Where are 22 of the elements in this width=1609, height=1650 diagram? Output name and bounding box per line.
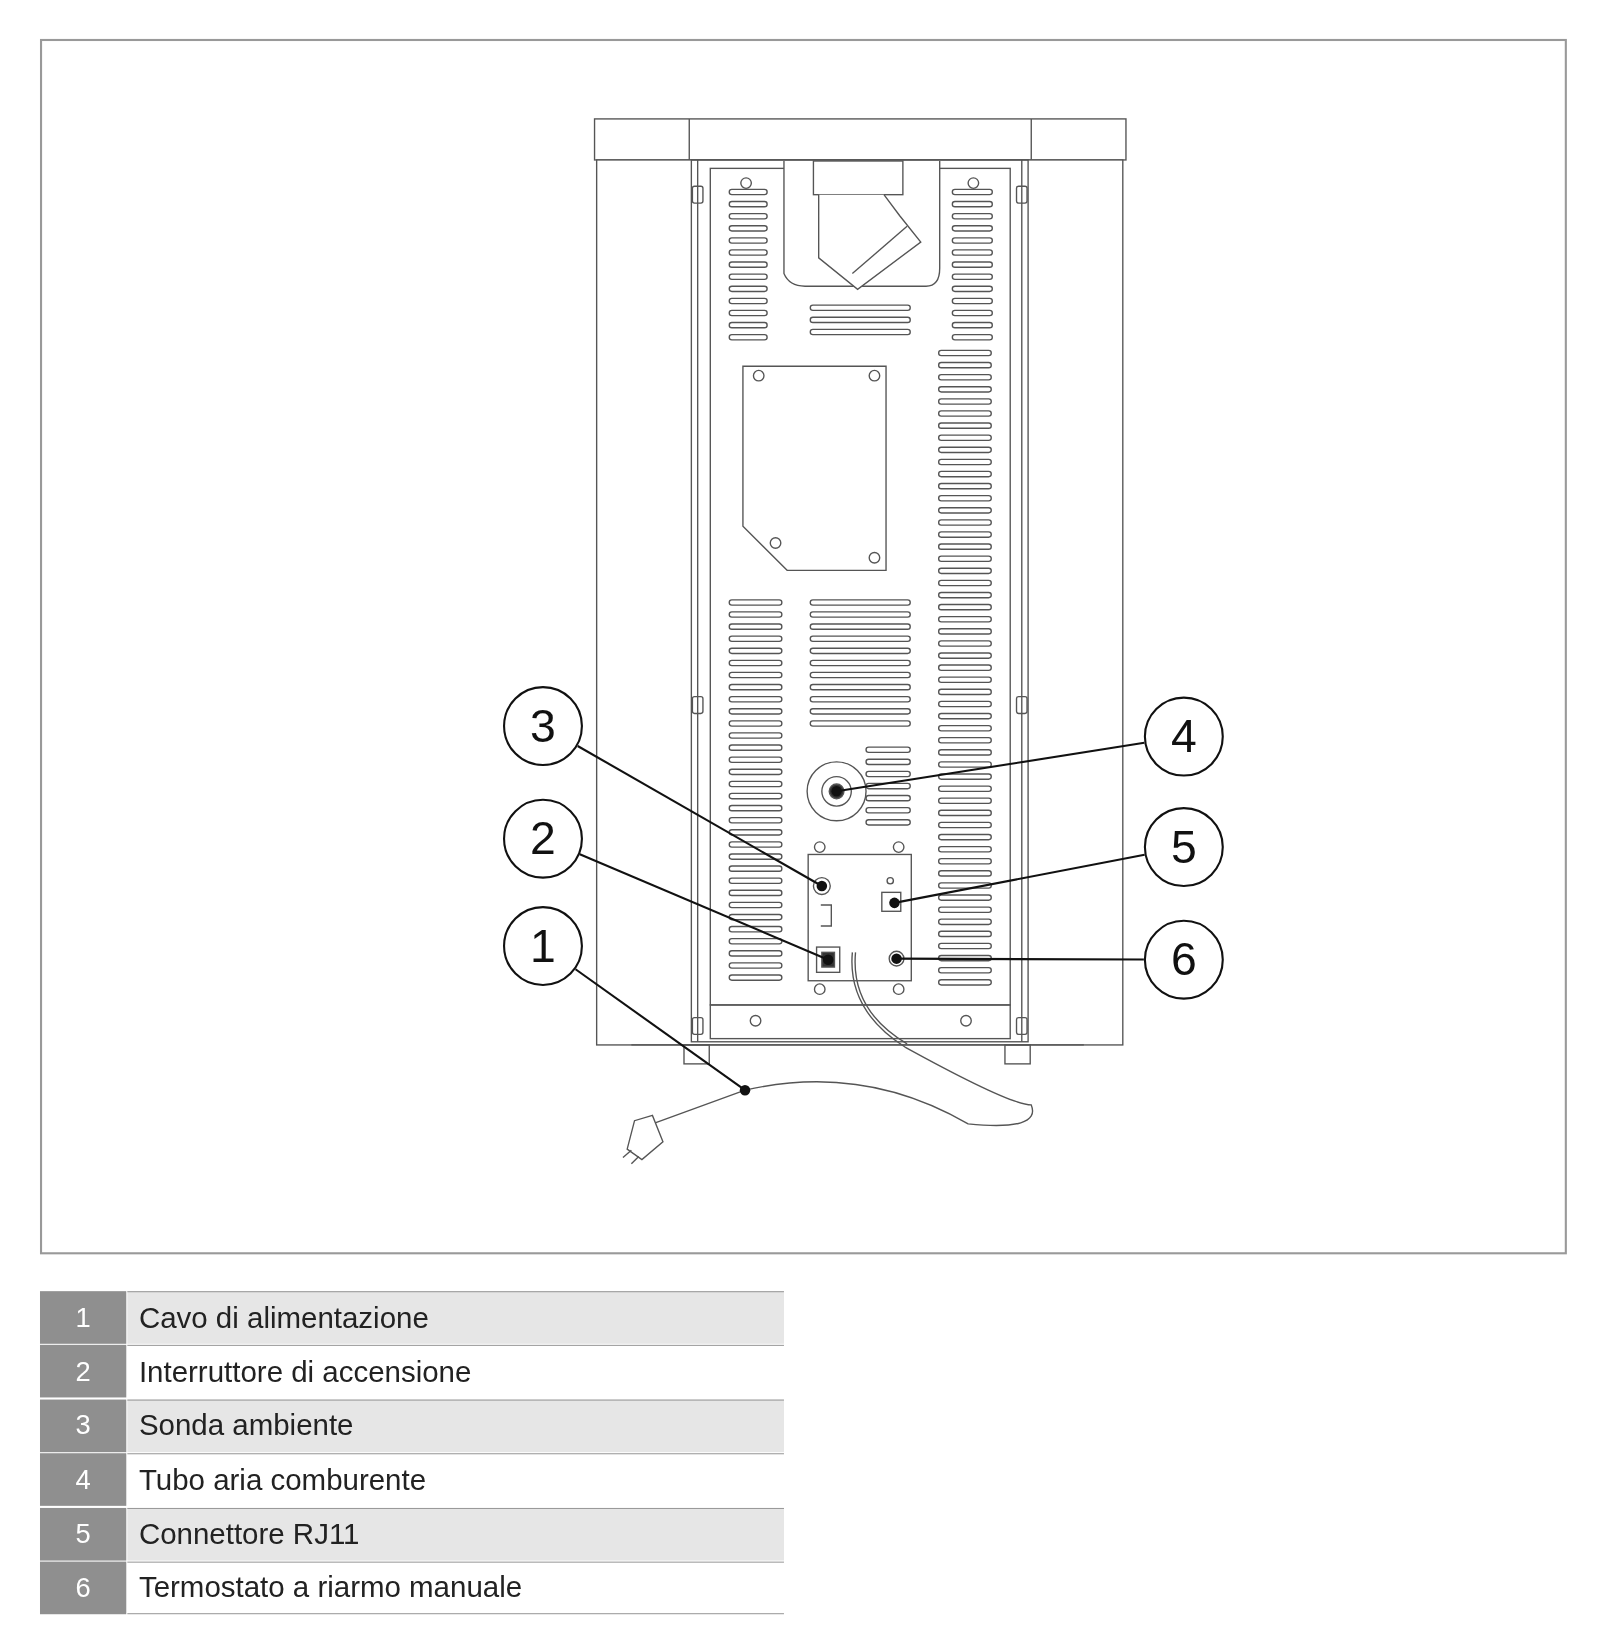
callout-number: 4	[1143, 696, 1224, 777]
callout-number: 1	[503, 906, 583, 986]
part-name: Connettore RJ11	[127, 1507, 784, 1561]
leader-line	[891, 953, 1144, 964]
row-number: 4	[40, 1453, 127, 1507]
leader-line	[577, 745, 828, 892]
row-number: 1	[40, 1291, 127, 1344]
part-name: Termostato a riarmo manuale	[127, 1561, 784, 1615]
leader-line	[831, 741, 1145, 797]
row-number: 3	[40, 1399, 127, 1452]
row-number: 6	[40, 1561, 127, 1615]
leader-line	[579, 853, 834, 965]
leader-line	[574, 968, 751, 1096]
callout-number: 6	[1143, 919, 1224, 1000]
part-name: Sonda ambiente	[127, 1399, 784, 1452]
row-number: 5	[40, 1507, 127, 1561]
callout-number: 5	[1143, 807, 1224, 888]
row-number: 2	[40, 1345, 127, 1398]
callout-number: 3	[503, 686, 583, 767]
leader-line	[889, 853, 1145, 909]
callout-number: 2	[503, 798, 583, 879]
part-name: Cavo di alimentazione	[127, 1291, 784, 1344]
